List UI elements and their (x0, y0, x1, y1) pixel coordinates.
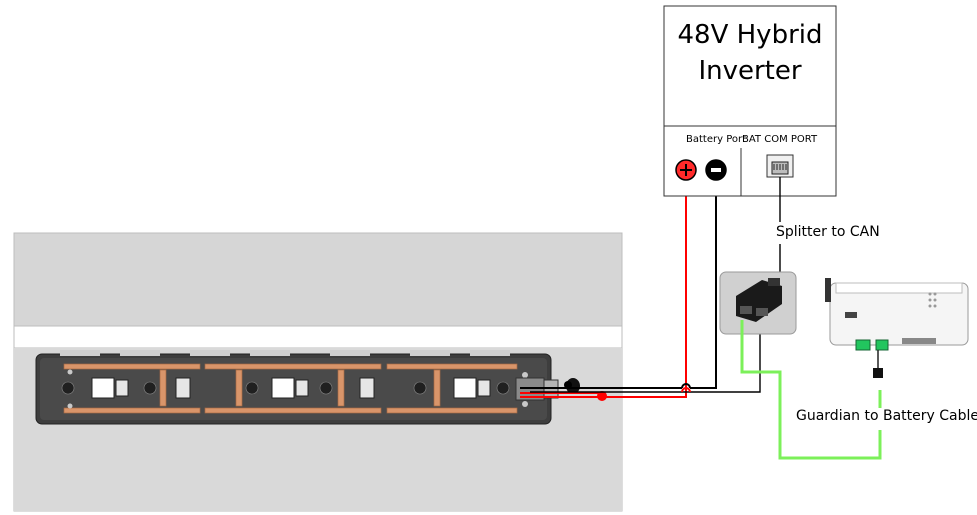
guardian-cable-label: Guardian to Battery Cable (796, 408, 977, 424)
can-link-wire (530, 330, 761, 393)
rj45-splitter-icon (719, 271, 797, 335)
guardian-device-icon (825, 278, 969, 378)
positive-terminal-icon (675, 159, 697, 181)
inverter-title-line1: 48V Hybrid (677, 20, 823, 50)
splitter-label: Splitter to CAN (776, 224, 880, 240)
negative-wire (520, 176, 717, 389)
positive-junction (597, 391, 607, 401)
inverter-title-line2: Inverter (698, 56, 802, 86)
negative-junction (564, 381, 572, 389)
battery-port-label: Battery Port (686, 134, 747, 145)
can-cable (740, 320, 882, 460)
negative-terminal-icon (705, 159, 727, 181)
battery-module (35, 350, 552, 425)
bat-com-port-label: BAT COM PORT (742, 134, 818, 145)
rj45-port-icon (766, 154, 794, 178)
